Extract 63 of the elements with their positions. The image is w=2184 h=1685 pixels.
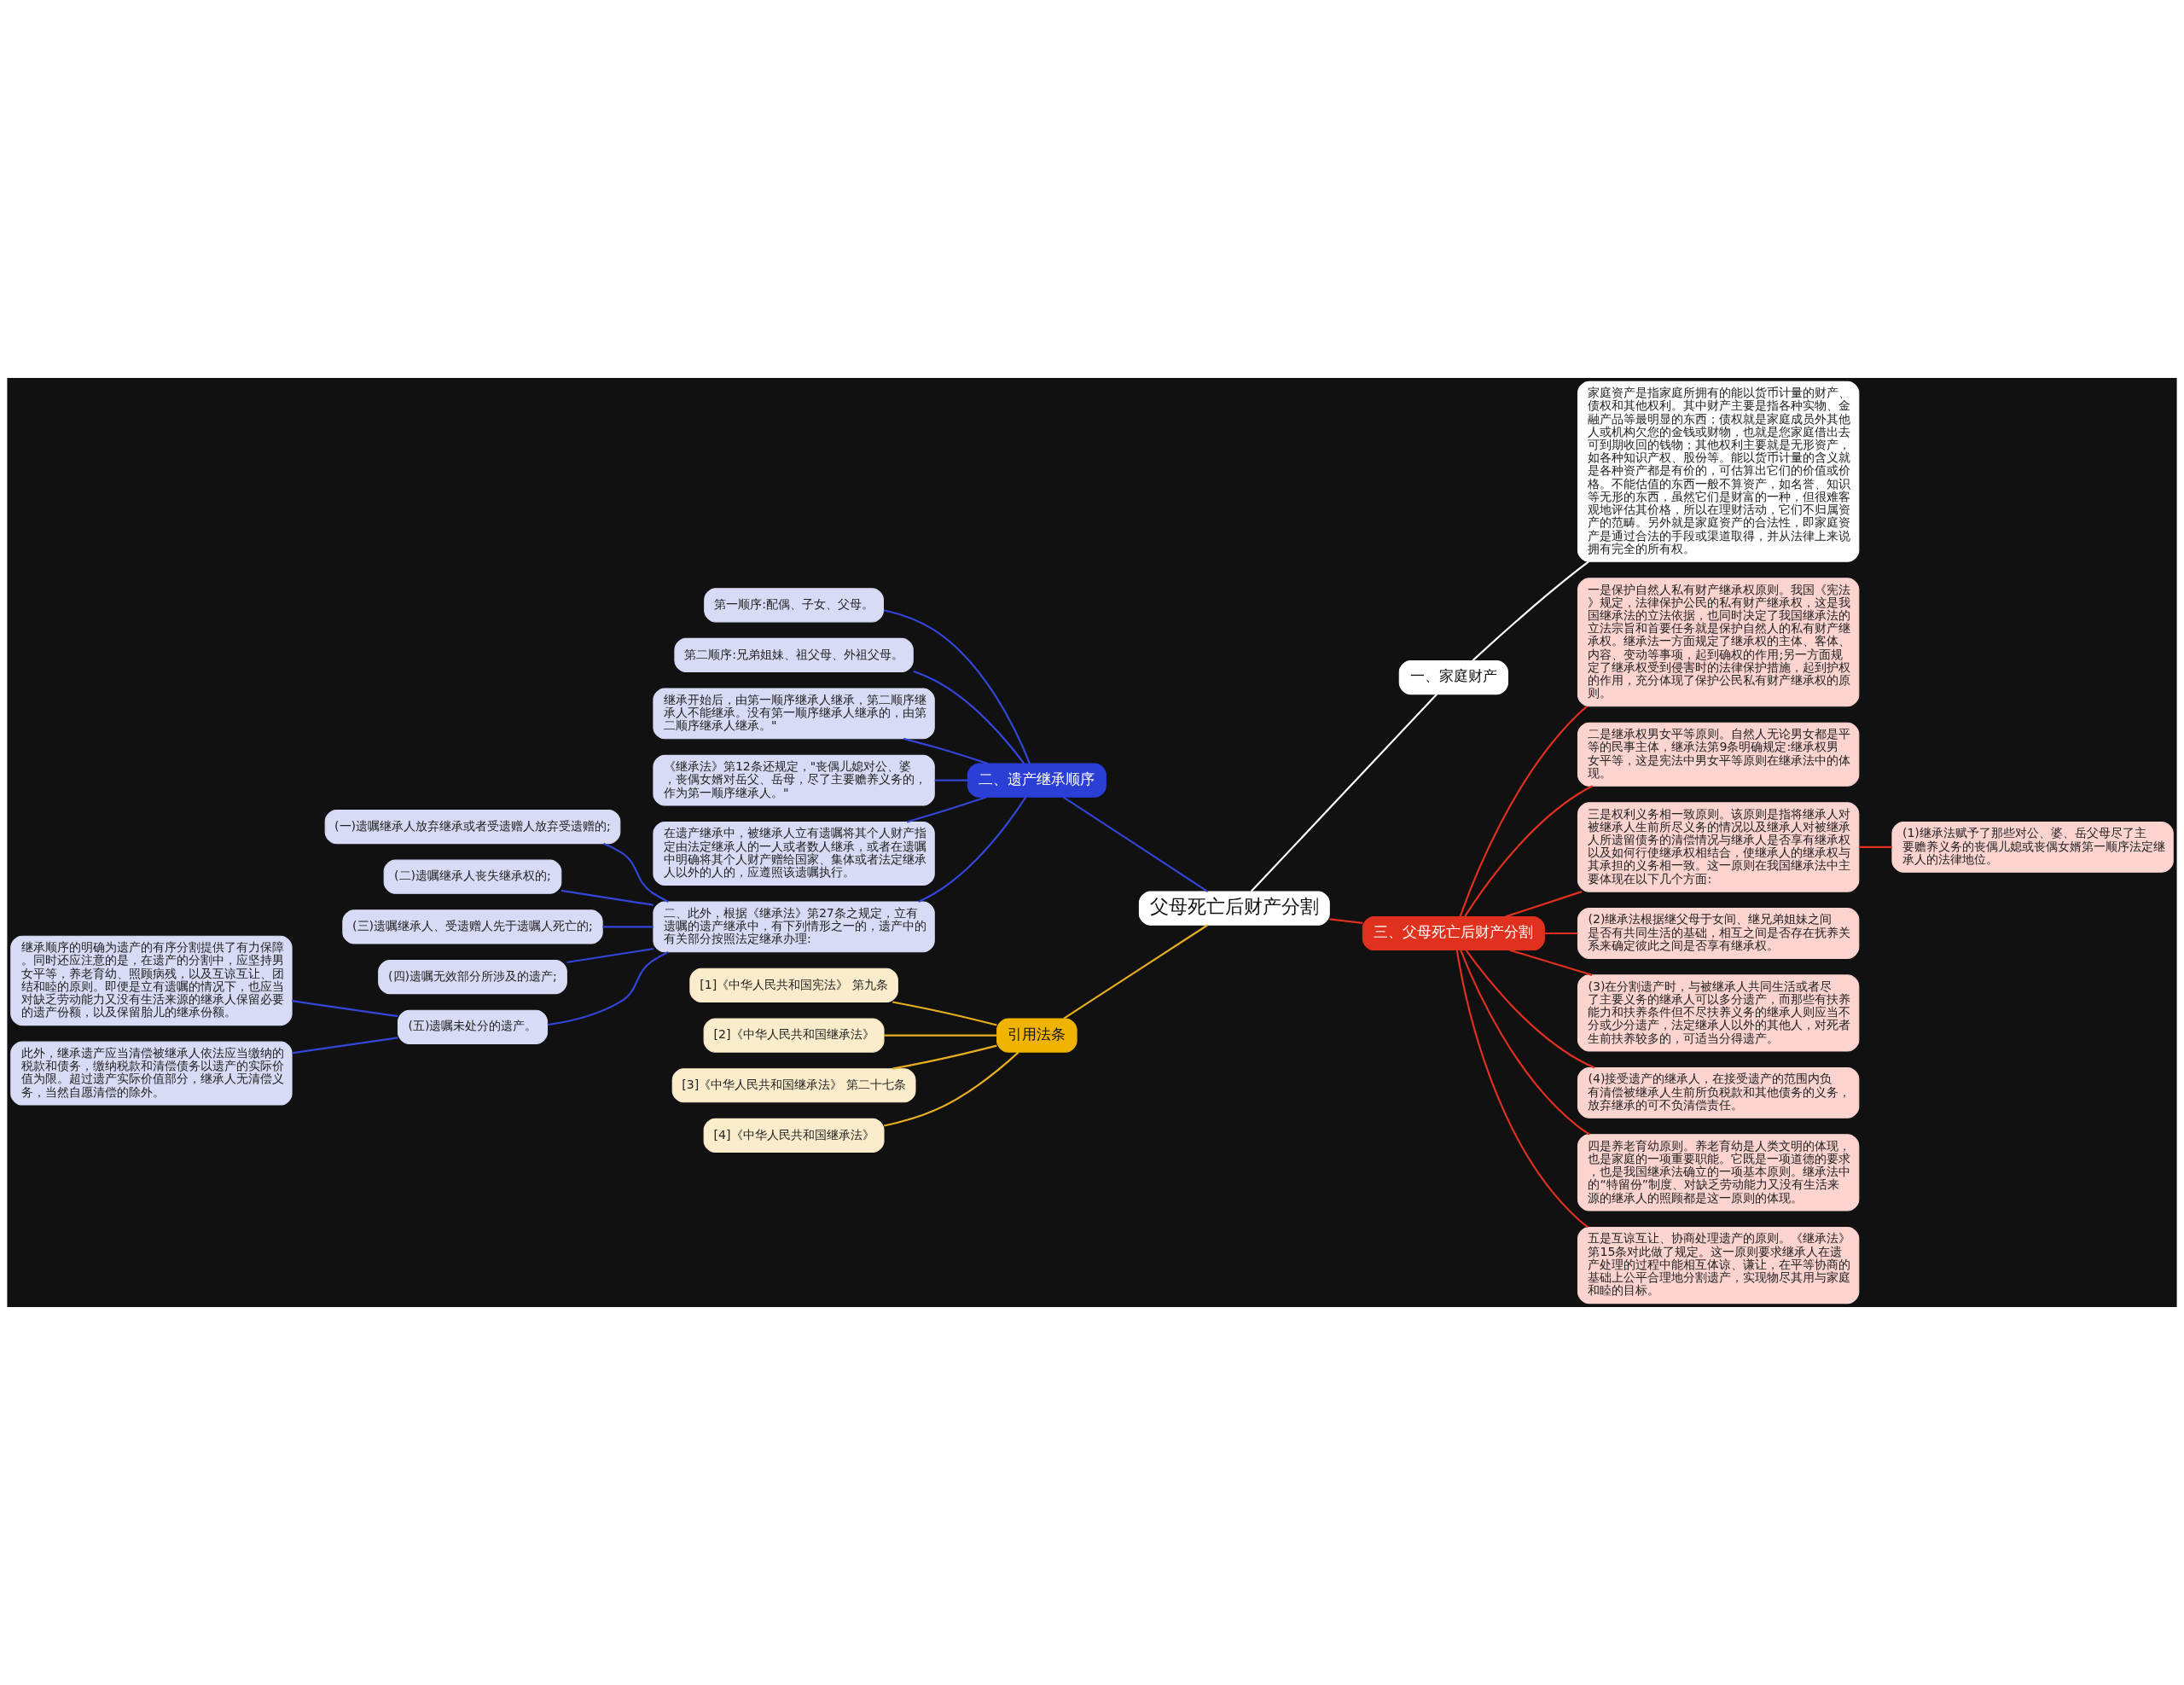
node-box: 三、父母死亡后财产分割 — [1362, 915, 1545, 951]
node-box: 在遗产继承中，被继承人立有遗嘱将其个人财产指定由法定继承人的一人或者数人继承，或者在遗嘱中明确将其个人财产赠给国家、集体或者法定继承人以外的人的，应遵照该遗嘱执行。 — [653, 822, 935, 886]
node-box: 继承顺序的明确为遗产的有序分割提供了有力保障。同时还应注意的是，在遗产的分割中，应坚持男女平等，养老育幼、照顾病残，以及互谅互让、团结和睦的原则。即便是立有遗嘱的情况下，也应当对缺乏劳动能力又没有生活来源的继承人保留必要的遗产份额，以及保留胎儿的继承份额。 — [10, 935, 293, 1026]
node-box: (二)遗嘱继承人丧失继承权的; — [383, 859, 562, 894]
connector — [1505, 891, 1583, 918]
node-box: 第二顺序:兄弟姐妹、祖父母、外祖父母。 — [674, 637, 914, 673]
connector — [1455, 950, 1589, 1229]
connector — [292, 1000, 398, 1018]
connector — [1544, 932, 1578, 935]
connector — [892, 1044, 997, 1070]
connector — [883, 609, 1031, 764]
connector — [1329, 918, 1363, 924]
node-box: 二、此外，根据《继承法》第27条之规定，立有遗嘱的遗产继承中，有下列情形之一的，遗产中的有关部分按照法定继承办理: — [653, 901, 935, 953]
node-box: (2)继承法根据继父母于女间、继兄弟姐妹之间是否有共同生活的基础，相互之间是否存在抚养关系来确定彼此之间是否享有继承权。 — [1577, 908, 1860, 959]
connector — [934, 779, 968, 781]
connector — [903, 737, 989, 765]
node-box: (3)在分割遗产时，与被继承人共同生活或者尽了主要义务的继承人可以多分遗产，而那些有扶养能力和扶养条件但不尽扶养义务的继承人则应当不分或少分遗产，法定继承人以外的其他人，对死者生前扶养较多的，可适当分得遗产。 — [1577, 974, 1860, 1052]
connector — [547, 950, 669, 1026]
connector — [884, 1034, 997, 1037]
node-box: 四是养老育幼原则。养老育幼是人类文明的体现，也是家庭的一项重要职能。它既是一项道德的要求，也是我国继承法确立的一项基本原则。继承法中的“特留份”制度、对缺乏劳动能力又没有生活来源的继承人的照顾都是这一原则的体现。 — [1577, 1134, 1860, 1211]
node-box: [1]《中华人民共和国宪法》 第九条 — [689, 967, 898, 1002]
node-box: 五是互谅互让、协商处理遗产的原则。《继承法》第15条对此做了规定。这一原则要求继承人在遗产处理的过程中能相互体谅、谦让，在平等协商的基础上公平合理地分割遗产，实现物尽其用与家庭和睦的目标。 — [1577, 1227, 1860, 1304]
node-box: [3]《中华人民共和国继承法》 第二十七条 — [671, 1068, 916, 1103]
connector — [1859, 845, 1892, 848]
node-box: (4)接受遗产的继承人，在接受遗产的范围内负有清偿被继承人生前所负税款和其他债务的义务，放弃继承的可不负清偿责任。 — [1577, 1067, 1860, 1118]
connector — [1464, 785, 1594, 917]
connector — [1063, 924, 1209, 1020]
node-box: (三)遗嘱继承人、受遗赠人先于遗嘱人死亡的; — [342, 909, 603, 944]
connector — [892, 1001, 997, 1026]
connector — [561, 889, 653, 906]
node-box: 父母死亡后财产分割 — [1138, 891, 1330, 926]
node-box: 一是保护自然人私有财产继承权原则。我国《宪法》规定，法律保护公民的私有财产继承权，这是我国继承法的立法依据，也同时决定了我国继承法的立法宗旨和首要任务就是保护自然人的私有财产继承权。继承法一方面规定了继承权的主体、客体、内容、变动等事项，起到确权的作用;另一方面规定了继承权受到侵害时的法律保护措施，起到护权的作用，充分体现了保护公民私有财产继承权的原则。 — [1577, 578, 1860, 707]
connector — [906, 796, 987, 823]
node-box: (四)遗嘱无效部分所涉及的遗产; — [378, 960, 567, 995]
node-box: (一)遗嘱继承人放弃继承或者受遗赠人放弃受遗赠的; — [324, 809, 621, 845]
node-box: 继承开始后，由第一顺序继承人继承，第二顺序继承人不能继承。没有第一顺序继承人继承的，由第二顺序继承人继承。" — [653, 688, 935, 740]
connector — [1062, 796, 1209, 892]
node-box: (五)遗嘱未处分的遗产。 — [397, 1009, 549, 1044]
node-box: (1)继承法赋予了那些对公、婆、岳父母尽了主要赡养义务的丧偶儿媳或丧偶女婿第一顺序法定继承人的法律地位。 — [1891, 822, 2174, 873]
node-box: 一、家庭财产 — [1398, 659, 1508, 695]
node-box: 二、遗产继承顺序 — [967, 763, 1107, 798]
node-box: [4]《中华人民共和国继承法》 — [703, 1118, 885, 1153]
connector — [1250, 693, 1438, 892]
connector — [602, 926, 653, 928]
node-box: [2]《中华人民共和国继承法》 — [703, 1018, 885, 1053]
connector — [1472, 561, 1589, 661]
node-box: 此外，继承遗产应当清偿被继承人依法应当缴纳的税款和债务，缴纳税款和清偿债务以遗产的实际价值为限。超过遗产实际价值部分，继承人无清偿义务，当然自愿清偿的除外。 — [10, 1041, 293, 1106]
connector — [918, 796, 1027, 903]
node-box: 第一顺序:配偶、子女、父母。 — [704, 588, 884, 623]
node-box: 二是继承权男女平等原则。自然人无论男女都是平等的民事主体，继承法第9条明确规定:继承权男女平等，这是宪法中男女平等原则在继承法中的体现。 — [1577, 722, 1860, 787]
connector — [1459, 706, 1588, 917]
connector — [913, 670, 1025, 764]
node-box: 《继承法》第12条还规定，"丧偶儿媳对公、婆，丧偶女婿对岳父、岳母，尽了主要赡养义务的，作为第一顺序继承人。" — [653, 754, 935, 806]
connector — [1465, 950, 1595, 1069]
connector — [566, 948, 653, 964]
connector — [1509, 949, 1593, 976]
connector — [292, 1037, 398, 1055]
node-box: 引用法条 — [996, 1018, 1077, 1053]
connector — [603, 842, 669, 903]
connector — [884, 1051, 1019, 1127]
node-box: 家庭资产是指家庭所拥有的能以货币计量的财产、债权和其他权利。其中财产主要是指各种实物、金融产品等最明显的东西；债权就是家庭成员外其他人或机构欠您的金钱或财物，也就是您家庭借出去可到期收回的钱物；其他权利主要就是无形资产，如各种知识产权、股份等。能以货币计量的含义就是各种资产都是有价的，可估算出它们的价值或价格。不能估值的东西一般不算资产，如名誉、知识等无形的东西，虽然它们是财富的一种，但很难客观地评估其价格，所以在理财活动，它们不归属资产的范畴。另外就是家庭资产的合法性，即家庭资产是通过合法的手段或渠道取得，并从法律上来说拥有完全的所有权。 — [1577, 381, 1860, 562]
connector — [1460, 950, 1590, 1136]
node-box: 三是权利义务相一致原则。该原则是指将继承人对被继承人生前所尽义务的情况以及继承人对被继承人所遗留债务的清偿情况与继承人是否享有继承权以及如何行使继承权相结合，使继承人的继承权与其承担的义务相一致。这一原则在我国继承法中主要体现在以下几个方面: — [1577, 802, 1860, 892]
